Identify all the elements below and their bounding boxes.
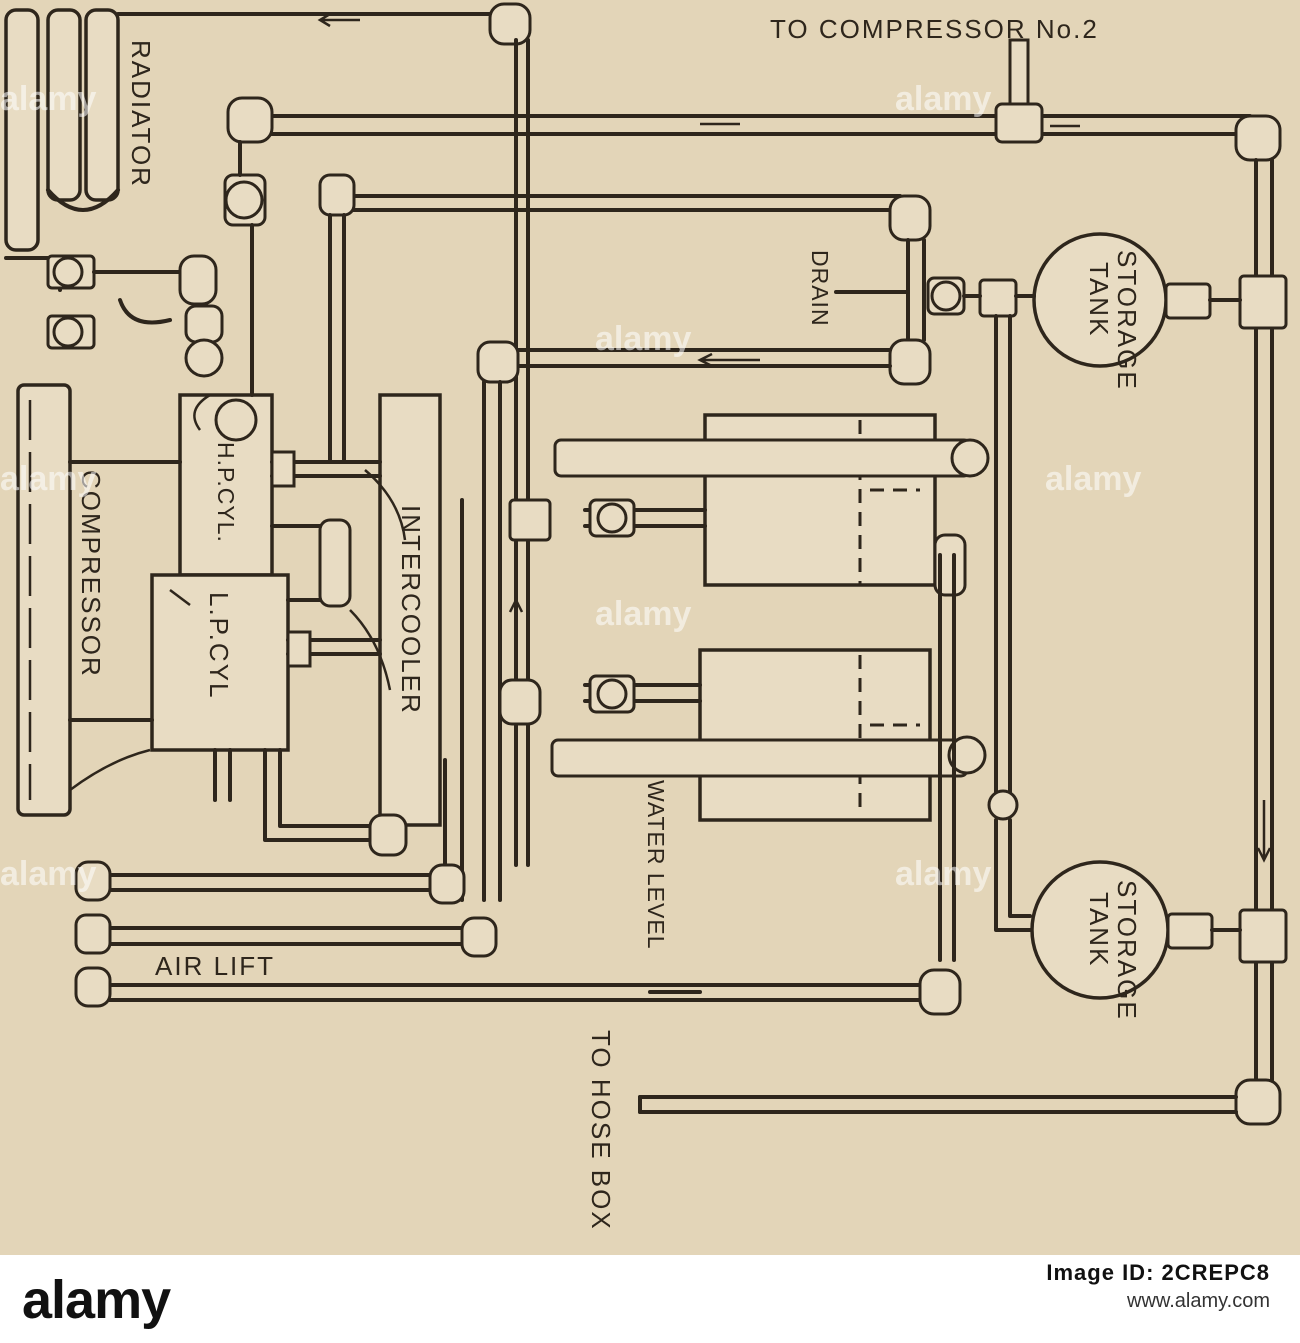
- label-compressor: COMPRESSOR: [76, 470, 106, 678]
- piping-diagram: TO COMPRESSOR No.2 RADIATOR STORAGE TANK…: [0, 2, 1288, 1231]
- watermark: alamy: [0, 460, 96, 498]
- alamy-logo: alamy: [22, 1270, 171, 1330]
- label-lp-cyl: L.P.CYL: [204, 592, 234, 699]
- label-to-hose-box: TO HOSE BOX: [586, 1030, 616, 1231]
- water-tank-lower: [550, 648, 987, 822]
- watermark: alamy: [0, 80, 96, 118]
- watermark: alamy: [895, 80, 991, 118]
- label-hp-cyl: H.P.CYL.: [213, 442, 239, 543]
- radiator: [4, 2, 532, 252]
- water-tank-upper: [553, 413, 990, 597]
- watermark: alamy: [595, 320, 691, 358]
- air-lift-riser: [443, 340, 956, 962]
- label-storage-tank-2-line1: STORAGE: [1112, 880, 1142, 1021]
- site-url: www.alamy.com: [1127, 1290, 1270, 1312]
- label-storage-tank-1-line1: STORAGE: [1112, 250, 1142, 391]
- watermark: alamy: [895, 855, 991, 893]
- compressor-body: [16, 383, 182, 817]
- label-air-lift: AIR LIFT: [155, 951, 275, 981]
- label-storage-tank-1-line2: TANK: [1084, 262, 1114, 337]
- drain-line: [338, 194, 1036, 932]
- air-lift-lines: [74, 860, 962, 1016]
- watermark-layer: alamy alamy alamy alamy alamy alamy alam…: [0, 80, 1141, 893]
- storage-tank-lower: [1030, 860, 1288, 1000]
- watermark: alamy: [0, 855, 96, 893]
- label-radiator: RADIATOR: [126, 40, 156, 188]
- label-drain: DRAIN: [807, 250, 833, 327]
- image-id-block: Image ID: 2CREPC8 www.alamy.com: [1046, 1259, 1270, 1315]
- hose-box-line: [638, 1078, 1282, 1126]
- label-water-level: WATER LEVEL: [643, 780, 669, 949]
- storage-tank-upper: [1032, 232, 1288, 368]
- valve-cluster-left: [4, 140, 356, 462]
- watermark: alamy: [595, 595, 691, 633]
- label-to-compressor-2: TO COMPRESSOR No.2: [770, 14, 1099, 44]
- hp-cylinder: [178, 393, 274, 577]
- watermark: alamy: [1045, 460, 1141, 498]
- flow-arrows: [317, 12, 1272, 863]
- stock-footer: alamy Image ID: 2CREPC8 www.alamy.com: [0, 1255, 1300, 1343]
- label-intercooler: INTERCOOLER: [396, 505, 426, 715]
- image-id: Image ID: 2CREPC8: [1046, 1260, 1270, 1285]
- lp-cylinder: [150, 573, 290, 752]
- label-storage-tank-2-line2: TANK: [1084, 892, 1114, 967]
